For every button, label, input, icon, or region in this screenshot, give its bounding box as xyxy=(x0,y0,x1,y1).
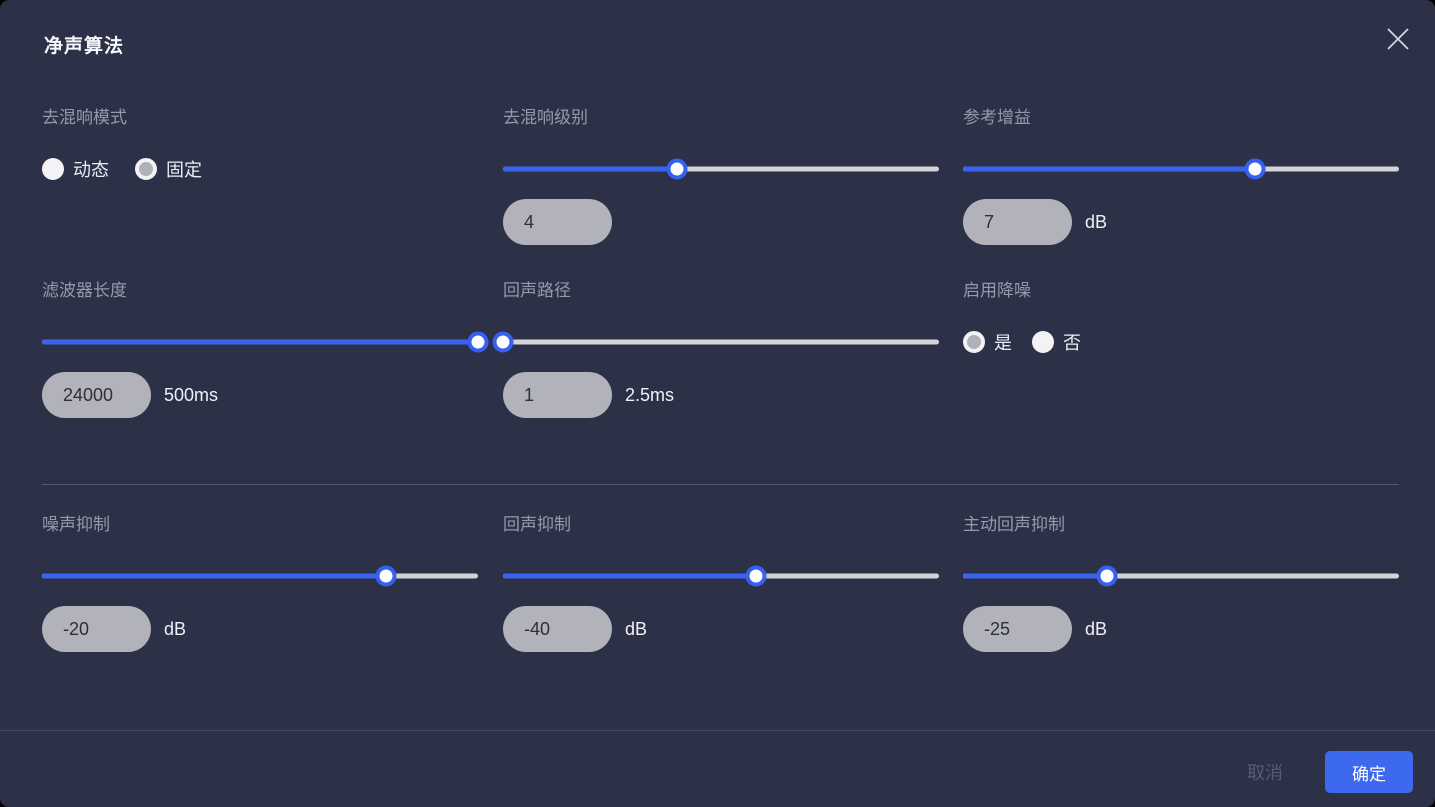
slider-thumb[interactable] xyxy=(1244,158,1266,180)
slider-thumb[interactable] xyxy=(745,565,767,587)
unit-label: dB xyxy=(1085,618,1108,639)
slider-track[interactable] xyxy=(963,166,1399,172)
slider-fill xyxy=(42,339,478,345)
echo-suppression-slider[interactable] xyxy=(503,565,939,587)
slider-fill xyxy=(963,166,1256,172)
radio-icon[interactable] xyxy=(135,158,157,180)
radio-option-yes[interactable]: 是 xyxy=(963,329,1012,355)
radio-icon[interactable] xyxy=(1032,331,1054,353)
field-filter-length: 滤波器长度 500ms xyxy=(42,281,489,418)
dereverb-mode-radio-group: 动态 固定 xyxy=(42,158,478,180)
unit-label: dB xyxy=(164,618,187,639)
slider-thumb[interactable] xyxy=(492,331,514,353)
reference-gain-input[interactable] xyxy=(963,199,1072,245)
field-echo-suppression: 回声抑制 dB xyxy=(503,515,939,652)
slider-fill xyxy=(503,166,678,172)
slider-fill xyxy=(963,573,1107,579)
radio-option-label: 动态 xyxy=(73,160,109,180)
field-active-echo-suppression: 主动回声抑制 dB xyxy=(963,515,1399,652)
active-echo-suppression-input[interactable] xyxy=(963,606,1072,652)
section-divider xyxy=(42,484,1399,485)
noise-suppression-slider[interactable] xyxy=(42,565,478,587)
slider-thumb[interactable] xyxy=(375,565,397,587)
radio-option-fixed[interactable]: 固定 xyxy=(135,156,202,182)
slider-thumb[interactable] xyxy=(1096,565,1118,587)
close-icon xyxy=(1385,26,1411,52)
noise-suppression-input[interactable] xyxy=(42,606,151,652)
field-label: 去混响级别 xyxy=(503,108,588,127)
echo-path-input[interactable] xyxy=(503,372,612,418)
field-label: 启用降噪 xyxy=(963,281,1031,300)
dereverb-level-input[interactable] xyxy=(503,199,612,245)
slider-fill xyxy=(42,573,387,579)
noise-reduction-radio-group: 是 否 xyxy=(963,331,1399,353)
field-label: 噪声抑制 xyxy=(42,515,110,534)
close-button[interactable] xyxy=(1383,24,1413,54)
dereverb-level-slider[interactable] xyxy=(503,158,939,180)
slider-thumb[interactable] xyxy=(666,158,688,180)
echo-path-slider[interactable] xyxy=(492,331,939,353)
unit-label: 500ms xyxy=(164,384,219,405)
field-label: 去混响模式 xyxy=(42,108,127,127)
footer-divider xyxy=(0,730,1435,731)
dialog-footer: 取消 确定 xyxy=(1247,751,1413,793)
field-label: 回声路径 xyxy=(503,281,571,300)
unit-label: dB xyxy=(625,618,648,639)
unit-label: dB xyxy=(1085,211,1108,232)
filter-length-slider[interactable] xyxy=(42,331,489,353)
field-dereverb-mode: 去混响模式 动态 固定 xyxy=(42,108,478,180)
slider-track[interactable] xyxy=(503,573,939,579)
cancel-button[interactable]: 取消 xyxy=(1247,759,1283,785)
field-label: 参考增益 xyxy=(963,108,1031,127)
reference-gain-slider[interactable] xyxy=(963,158,1399,180)
field-label: 主动回声抑制 xyxy=(963,515,1065,534)
radio-option-label: 否 xyxy=(1063,333,1081,353)
field-noise-reduction: 启用降噪 是 否 xyxy=(963,281,1399,353)
radio-icon[interactable] xyxy=(42,158,64,180)
echo-suppression-input[interactable] xyxy=(503,606,612,652)
filter-length-input[interactable] xyxy=(42,372,151,418)
field-echo-path: 回声路径 2.5ms xyxy=(492,281,939,418)
slider-track[interactable] xyxy=(42,573,478,579)
radio-option-label: 固定 xyxy=(166,160,202,180)
active-echo-suppression-slider[interactable] xyxy=(963,565,1399,587)
slider-track[interactable] xyxy=(42,339,478,345)
field-noise-suppression: 噪声抑制 dB xyxy=(42,515,478,652)
slider-fill xyxy=(503,573,756,579)
radio-option-label: 是 xyxy=(994,333,1012,353)
slider-thumb[interactable] xyxy=(467,331,489,353)
radio-option-dynamic[interactable]: 动态 xyxy=(42,156,109,182)
slider-track[interactable] xyxy=(503,166,939,172)
dialog-title: 净声算法 xyxy=(44,36,125,57)
field-reference-gain: 参考增益 dB xyxy=(963,108,1399,245)
slider-track[interactable] xyxy=(503,339,939,345)
confirm-button[interactable]: 确定 xyxy=(1325,751,1413,793)
field-label: 滤波器长度 xyxy=(42,281,127,300)
unit-label: 2.5ms xyxy=(625,384,675,405)
radio-option-no[interactable]: 否 xyxy=(1032,329,1081,355)
field-label: 回声抑制 xyxy=(503,515,571,534)
slider-track[interactable] xyxy=(963,573,1399,579)
field-dereverb-level: 去混响级别 xyxy=(503,108,939,245)
radio-icon[interactable] xyxy=(963,331,985,353)
